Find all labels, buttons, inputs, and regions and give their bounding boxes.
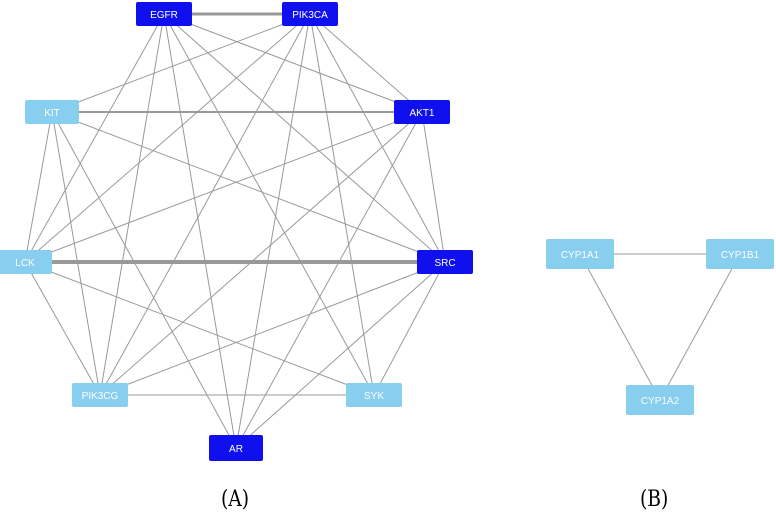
node-box-cyp1b1 <box>706 239 774 269</box>
node-cyp1b1: CYP1B1 <box>706 239 774 269</box>
edge-pik3ca-syk <box>309 13 375 396</box>
node-label-cyp1a2: CYP1A2 <box>641 396 680 407</box>
edge-kit-ar <box>51 111 237 449</box>
panel-a-label: (A) <box>221 487 250 512</box>
edge-pik3ca-ar <box>235 13 311 449</box>
node-label-pik3cg: PIK3CG <box>82 391 119 402</box>
node-label-egfr: EGFR <box>150 10 178 21</box>
edge-pik3ca-kit <box>51 13 311 113</box>
node-label-kit: KIT <box>44 108 60 119</box>
edge-akt1-pik3cg <box>99 111 423 396</box>
edge-cyp1a1-cyp1a2 <box>579 253 661 401</box>
edge-egfr-syk <box>163 13 375 396</box>
node-box-pik3cg <box>72 383 128 407</box>
node-box-cyp1a2 <box>626 385 694 415</box>
edge-akt1-ar <box>235 111 423 449</box>
edges-layer <box>24 12 741 449</box>
edge-akt1-src <box>421 111 446 263</box>
edge-egfr-pik3cg <box>99 13 165 396</box>
node-label-lck: LCK <box>15 258 35 269</box>
node-label-cyp1a1: CYP1A1 <box>561 250 600 261</box>
panel-b-label: (B) <box>640 487 669 512</box>
node-pik3cg: PIK3CG <box>72 383 128 407</box>
node-src: SRC <box>417 250 473 274</box>
edge-lck-syk <box>24 261 375 396</box>
node-box-pik3ca <box>282 2 338 26</box>
edge-kit-src <box>51 111 446 263</box>
edge-lck-pik3cg <box>24 261 101 396</box>
node-syk: SYK <box>346 383 402 407</box>
edge-pik3ca-lck <box>24 13 311 263</box>
node-ar: AR <box>209 435 263 461</box>
node-lck: LCK <box>0 250 52 274</box>
node-box-cyp1a1 <box>546 239 614 269</box>
node-box-egfr <box>136 2 192 26</box>
node-label-syk: SYK <box>364 391 384 402</box>
node-akt1: AKT1 <box>394 100 450 124</box>
edge-pik3ca-akt1 <box>309 13 423 113</box>
edge-src-ar <box>235 261 446 449</box>
node-label-ar: AR <box>229 444 243 455</box>
edge-egfr-akt1 <box>163 13 423 113</box>
edge-egfr-lck <box>24 13 165 263</box>
node-cyp1a2: CYP1A2 <box>626 385 694 415</box>
node-label-pik3ca: PIK3CA <box>292 10 328 21</box>
edge-src-pik3cg <box>99 261 446 396</box>
node-label-src: SRC <box>434 258 455 269</box>
edge-kit-lck <box>24 111 53 263</box>
edge-cyp1b1-cyp1a2 <box>659 253 741 401</box>
edge-pik3ca-pik3cg <box>99 13 311 396</box>
node-box-akt1 <box>394 100 450 124</box>
node-label-cyp1b1: CYP1B1 <box>721 250 760 261</box>
node-box-kit <box>25 100 79 124</box>
node-egfr: EGFR <box>136 2 192 26</box>
node-box-lck <box>0 250 52 274</box>
edge-pik3ca-src <box>309 13 446 263</box>
edge-egfr-src <box>163 13 446 263</box>
edge-src-syk <box>373 261 446 396</box>
node-pik3ca: PIK3CA <box>282 2 338 26</box>
node-box-ar <box>209 435 263 461</box>
node-kit: KIT <box>25 100 79 124</box>
edge-akt1-lck <box>24 111 423 263</box>
edge-kit-pik3cg <box>51 111 101 396</box>
node-cyp1a1: CYP1A1 <box>546 239 614 269</box>
edge-egfr-ar <box>163 13 237 449</box>
node-box-syk <box>346 383 402 407</box>
node-label-akt1: AKT1 <box>409 108 434 119</box>
node-box-src <box>417 250 473 274</box>
